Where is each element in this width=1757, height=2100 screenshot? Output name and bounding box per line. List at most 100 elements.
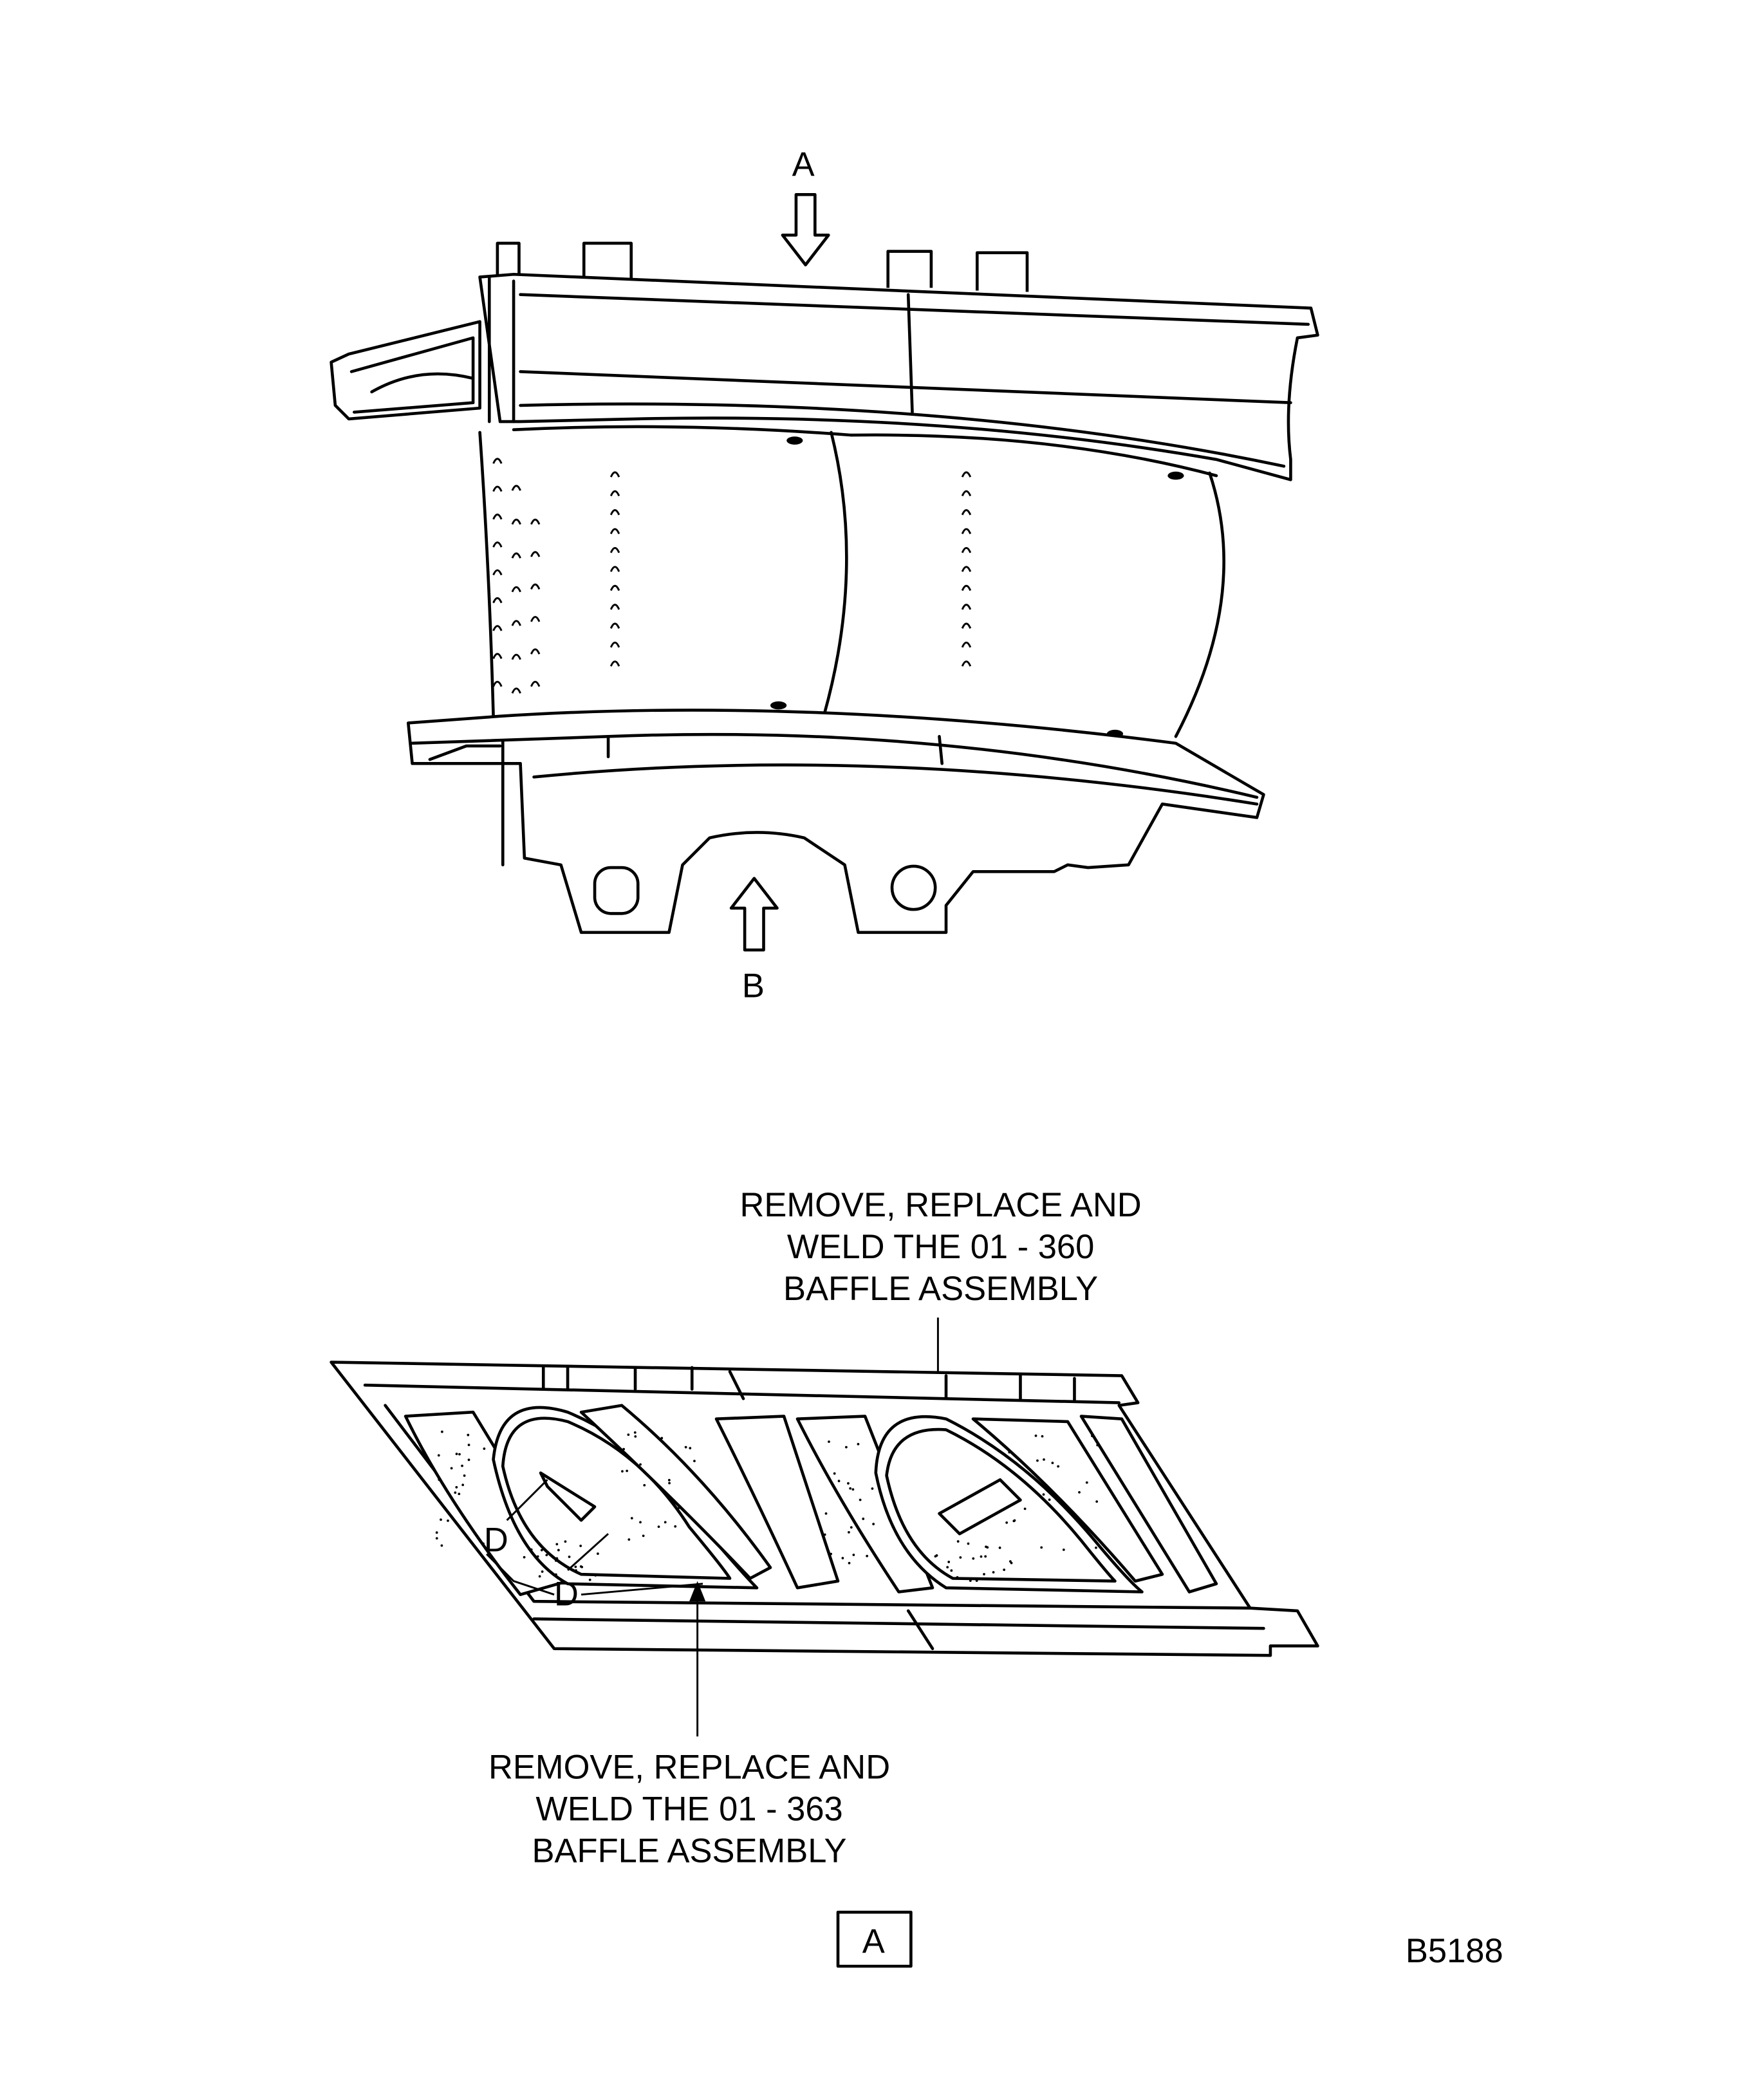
- cooling-hole: [961, 528, 972, 535]
- stipple-dot: [568, 1556, 571, 1558]
- cooling-hole: [530, 583, 541, 590]
- stipple-dot: [967, 1542, 970, 1545]
- stipple-dot: [523, 1556, 526, 1559]
- stipple-dot: [674, 1525, 677, 1528]
- baffle-01-360: [874, 1415, 1144, 1594]
- stipple-dot: [837, 1480, 841, 1483]
- stipple-dot: [440, 1544, 443, 1547]
- stipple-dot: [630, 1517, 633, 1519]
- stipple-dot: [660, 1436, 664, 1440]
- stipple-dot: [545, 1554, 548, 1557]
- vane-trailing-edge: [1174, 471, 1225, 738]
- stipple-dot: [554, 1573, 557, 1576]
- stipple-dot: [575, 1569, 577, 1572]
- cooling-hole: [961, 547, 972, 553]
- stipple-dot: [579, 1565, 582, 1568]
- cooling-hole: [961, 660, 972, 667]
- stipple-dot: [871, 1487, 874, 1490]
- stipple-dot: [467, 1444, 470, 1446]
- cooling-hole: [609, 490, 620, 497]
- stipple-dot: [440, 1430, 443, 1433]
- figure-id: B5188: [1406, 1932, 1503, 1970]
- cooling-hole: [530, 551, 541, 557]
- stipple-dot: [1057, 1465, 1060, 1468]
- stipple-dot: [678, 1507, 681, 1509]
- cooling-hole: [492, 625, 503, 631]
- stipple-dot: [454, 1491, 457, 1494]
- top-lug: [496, 241, 521, 277]
- stipple-dot: [621, 1470, 624, 1473]
- stipple-dot: [626, 1469, 629, 1473]
- stipple-dot: [947, 1561, 951, 1563]
- stipple-fill: [435, 1430, 1099, 1582]
- stipple-dot: [1048, 1498, 1051, 1501]
- cooling-hole: [492, 569, 503, 576]
- stipple-dot: [1034, 1435, 1037, 1437]
- cooling-hole: [511, 518, 521, 525]
- cooling-hole: [609, 642, 620, 648]
- stipple-dot: [824, 1512, 828, 1515]
- stipple-dot: [828, 1440, 830, 1443]
- stipple-dot: [463, 1474, 466, 1477]
- cooling-hole: [609, 622, 620, 629]
- stipple-dot: [850, 1526, 853, 1529]
- cooling-hole: [961, 490, 972, 497]
- stipple-dot: [461, 1464, 463, 1467]
- cooling-hole: [511, 586, 521, 593]
- stipple-dot: [594, 1574, 597, 1577]
- stipple-dot: [684, 1445, 687, 1449]
- stipple-dot: [830, 1552, 833, 1556]
- cooling-hole: [511, 653, 521, 660]
- stipple-dot: [851, 1488, 855, 1491]
- arrow-a-label: A: [792, 145, 815, 183]
- cooling-hole: [609, 547, 620, 553]
- cooling-hole: [492, 680, 503, 687]
- d-leader: [486, 1553, 703, 1596]
- mounting-hole: [593, 866, 640, 915]
- stipple-dot: [628, 1538, 631, 1541]
- cooling-hole: [530, 648, 541, 655]
- cooling-hole: [511, 485, 521, 491]
- vane-leading-edge: [478, 431, 495, 718]
- stipple-dot: [975, 1579, 978, 1582]
- cooling-hole: [530, 518, 541, 525]
- stipple-dot: [1078, 1491, 1081, 1494]
- d-label: D: [484, 1521, 508, 1559]
- stipple-dot: [467, 1458, 470, 1462]
- stipple-dot: [668, 1482, 671, 1485]
- cooling-hole: [609, 604, 620, 610]
- stipple-dot: [847, 1482, 850, 1485]
- cooling-hole: [961, 566, 972, 572]
- stipple-dot: [852, 1554, 855, 1556]
- stipple-dot: [1023, 1507, 1027, 1510]
- stipple-dot: [833, 1472, 836, 1475]
- stipple-dot: [1095, 1546, 1097, 1549]
- stipple-dot: [455, 1486, 458, 1489]
- stipple-dot: [639, 1521, 642, 1524]
- stipple-dot: [564, 1540, 567, 1543]
- vane-airfoil-right: [795, 1415, 934, 1594]
- stipple-dot: [986, 1546, 989, 1549]
- cooling-hole: [492, 514, 503, 520]
- stipple-dot: [530, 1548, 533, 1551]
- stipple-dot: [574, 1565, 577, 1568]
- cooling-hole: [609, 528, 620, 535]
- stipple-dot: [998, 1547, 1001, 1549]
- stipple-dot: [634, 1435, 637, 1438]
- cooling-hole: [609, 509, 620, 516]
- cooling-hole: [492, 485, 503, 492]
- nozzle-segment-top-view: A: [330, 145, 1319, 1005]
- stipple-dot: [934, 1555, 937, 1558]
- stipple-dot: [557, 1548, 560, 1552]
- cooling-hole: [609, 566, 620, 572]
- callout-01-360-line: WELD THE 01 - 360: [787, 1228, 1094, 1266]
- stipple-dot: [458, 1453, 461, 1456]
- stipple-dot: [1095, 1500, 1099, 1503]
- cooling-hole: [961, 584, 972, 591]
- stipple-dot: [956, 1540, 960, 1543]
- stipple-dot: [455, 1453, 458, 1456]
- stipple-dot: [845, 1445, 848, 1449]
- stipple-dot: [1062, 1548, 1065, 1551]
- stipple-dot: [969, 1579, 972, 1582]
- stipple-dot: [1042, 1493, 1045, 1496]
